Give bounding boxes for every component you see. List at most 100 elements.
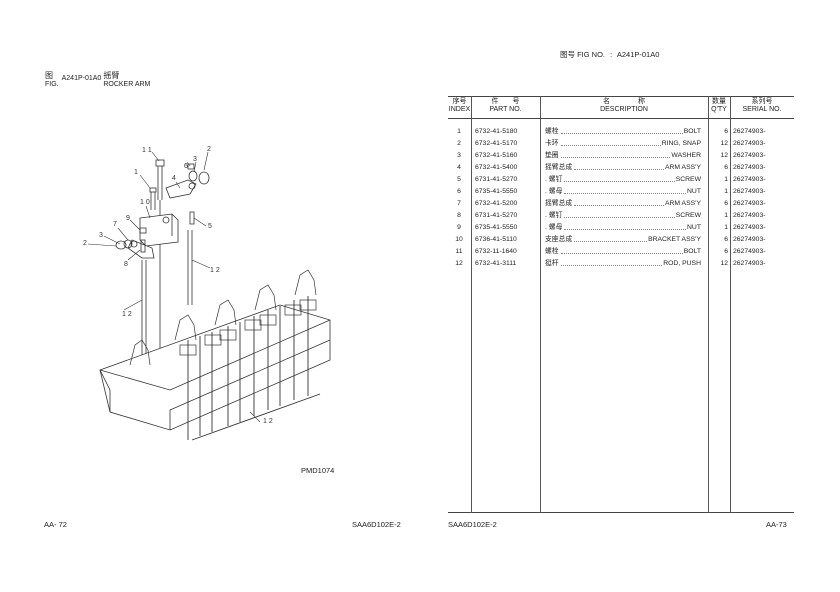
- rocker-arm-4-drawing: [165, 179, 197, 199]
- callout: 1 1: [142, 147, 152, 154]
- row-qty: 1: [724, 188, 728, 195]
- leader-dots: [560, 126, 683, 134]
- row-serial: 26274903-: [733, 248, 766, 255]
- callout: 6: [184, 163, 188, 170]
- row-part-no: 6732-41-5170: [475, 140, 518, 147]
- callout: 3: [99, 232, 103, 239]
- header-cn: 名 称: [603, 98, 645, 105]
- row-qty: 12: [720, 260, 728, 267]
- row-desc-cn: 摇臂总成: [545, 164, 573, 171]
- row-desc-en: RING, SNAP: [661, 140, 701, 147]
- col-divider: [471, 96, 472, 513]
- push-rod-drawing: [141, 230, 193, 362]
- row-desc-cn: 垫圈: [545, 152, 559, 159]
- row-part-no: 6735-41-5550: [475, 224, 518, 231]
- leader-lines: [87, 151, 261, 423]
- row-description: 摇臂总成 ARM ASS'Y: [545, 162, 701, 174]
- header-cn: 数量: [712, 98, 726, 105]
- row-qty: 6: [724, 200, 728, 207]
- fig-title-en: ROCKER ARM: [103, 81, 151, 88]
- figure-title: 图 FIG. A241P-01A0 摇臂 ROCKER ARM: [45, 70, 150, 88]
- row-index: 1: [457, 128, 461, 135]
- row-description: 支座总成 BRACKET ASS'Y: [545, 234, 701, 246]
- row-description: . 螺钉 SCREW: [545, 174, 701, 186]
- row-qty: 6: [724, 164, 728, 171]
- leader-dots: [560, 150, 671, 158]
- washer-drawing: [188, 170, 198, 182]
- header-description: 名 称 DESCRIPTION: [540, 98, 708, 114]
- leader-dots: [560, 246, 683, 254]
- row-desc-cn: 卡环: [545, 140, 559, 147]
- leader-dots: [564, 210, 675, 218]
- row-qty: 12: [720, 140, 728, 147]
- row-serial: 26274903-: [733, 140, 766, 147]
- drawing-code: PMD1074: [301, 466, 335, 475]
- leader-dots: [574, 234, 648, 242]
- leader-dots: [564, 174, 675, 182]
- row-desc-cn: 支座总成: [545, 236, 573, 243]
- row-index: 3: [457, 152, 461, 159]
- row-desc-en: BOLT: [683, 128, 701, 135]
- row-serial: 26274903-: [733, 200, 766, 207]
- header-cn: 系列号: [751, 98, 773, 105]
- leader-dots: [564, 222, 687, 230]
- fig-no-label-en: FIG NO.: [577, 50, 606, 59]
- callout: 1 2: [263, 418, 273, 425]
- row-qty: 1: [724, 224, 728, 231]
- row-index: 4: [457, 164, 461, 171]
- row-desc-cn: 挺杆: [545, 260, 559, 267]
- col-divider: [730, 96, 731, 513]
- header-qty: 数量 Q'TY: [708, 98, 730, 114]
- row-description: 螺栓 BOLT: [545, 126, 701, 138]
- row-desc-cn: . 螺钉: [545, 176, 563, 183]
- snap-ring-drawing: [115, 240, 127, 250]
- row-desc-cn: . 螺母: [545, 224, 563, 231]
- leader-dots: [574, 162, 664, 170]
- row-qty: 6: [724, 128, 728, 135]
- row-description: 挺杆 ROD, PUSH: [545, 258, 701, 270]
- row-desc-en: SCREW: [675, 176, 701, 183]
- row-serial: 26274903-: [733, 128, 766, 135]
- row-serial: 26274903-: [733, 212, 766, 219]
- row-desc-en: BOLT: [683, 248, 701, 255]
- row-desc-cn: 摇臂总成: [545, 200, 573, 207]
- table-header-rule: [448, 118, 794, 119]
- callout: 9: [126, 215, 130, 222]
- row-desc-cn: . 螺母: [545, 188, 563, 195]
- row-part-no: 6732-41-3111: [475, 260, 517, 267]
- row-qty: 1: [724, 176, 728, 183]
- row-index: 5: [457, 176, 461, 183]
- callout: 2: [207, 146, 211, 153]
- table-row: 1 6732-41-5180 螺栓 BOLT 6 26274903-: [448, 126, 794, 138]
- parts-table: 序号 INDEX 件 号 PART NO. 名 称 DESCRIPTION 数量…: [448, 96, 794, 513]
- row-index: 12: [455, 260, 463, 267]
- row-part-no: 6736-41-5110: [475, 236, 517, 243]
- row-desc-cn: 螺栓: [545, 128, 559, 135]
- col-divider: [708, 96, 709, 513]
- left-model: SAA6D102E-2: [352, 520, 401, 529]
- row-part-no: 6732-41-5180: [475, 128, 518, 135]
- row-description: . 螺母 NUT: [545, 186, 701, 198]
- callout: 8: [124, 261, 128, 268]
- row-desc-en: NUT: [687, 188, 701, 195]
- row-serial: 26274903-: [733, 260, 766, 267]
- row-desc-en: BRACKET ASS'Y: [648, 236, 701, 243]
- row-part-no: 6732-41-5400: [475, 164, 518, 171]
- leader-dots: [574, 198, 664, 206]
- row-desc-en: ROD, PUSH: [663, 260, 701, 267]
- row-part-no: 6731-41-5270: [475, 176, 518, 183]
- row-serial: 26274903-: [733, 236, 766, 243]
- row-index: 11: [455, 248, 463, 255]
- callout: 1 2: [210, 267, 220, 274]
- row-desc-en: ARM ASS'Y: [664, 164, 701, 171]
